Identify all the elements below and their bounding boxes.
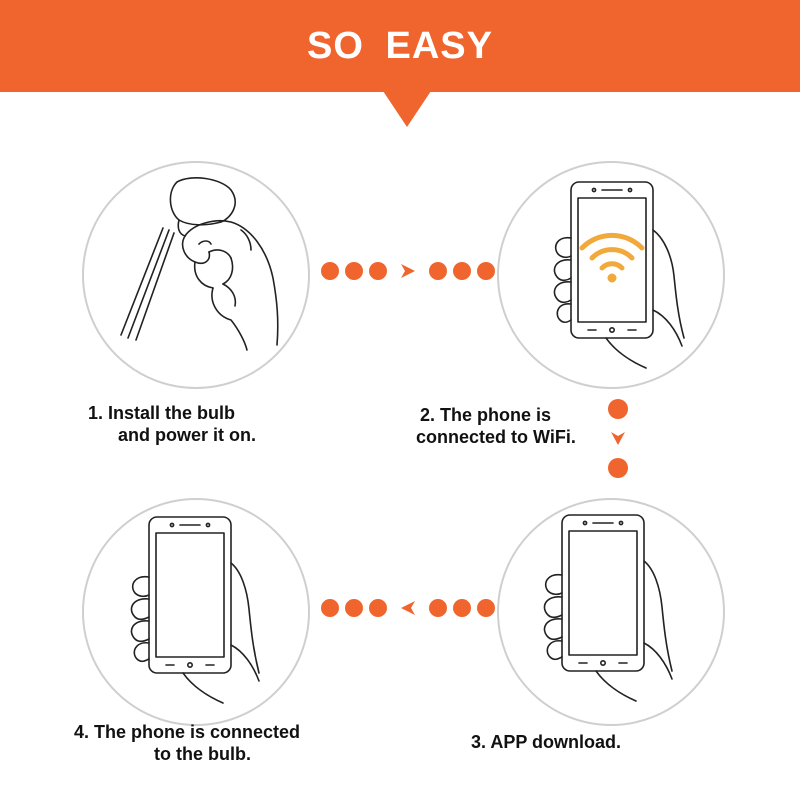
connector-right xyxy=(318,259,498,283)
step-1-caption: 1. Install the bulb and power it on. xyxy=(88,402,256,446)
hand-holding-bulb-icon xyxy=(82,161,310,389)
step-2-caption: 2. The phone is connected to WiFi. xyxy=(416,404,576,448)
phone-wifi-icon xyxy=(497,161,725,389)
step-2-line-2: connected to WiFi. xyxy=(416,427,576,447)
step-4-caption: 4. The phone is connected to the bulb. xyxy=(74,721,300,765)
page-title: SO EASY xyxy=(307,25,493,67)
step-1-line-2: and power it on. xyxy=(118,425,256,445)
dots-arrow-right-icon xyxy=(321,262,495,280)
dots-arrow-down-icon xyxy=(608,399,628,478)
step-1-illustration xyxy=(81,160,311,390)
phone-in-hand-icon xyxy=(497,498,725,726)
step-4-line-1: 4. The phone is connected xyxy=(74,722,301,742)
step-1-line-1: 1. Install the bulb xyxy=(88,403,236,423)
header-banner xyxy=(0,0,800,92)
banner-pointer xyxy=(383,91,431,127)
connector-left xyxy=(318,596,498,620)
phone-in-hand-icon xyxy=(82,498,310,726)
step-4-line-2: to the bulb. xyxy=(154,744,251,764)
step-2-line-1: 2. The phone is xyxy=(420,405,552,425)
step-2-illustration xyxy=(496,160,726,390)
dots-arrow-left-icon xyxy=(321,599,495,617)
connector-down xyxy=(605,397,631,481)
step-3-line-1: 3. APP download. xyxy=(471,732,622,752)
step-3-illustration xyxy=(496,497,726,727)
step-3-caption: 3. APP download. xyxy=(471,731,621,753)
step-4-illustration xyxy=(81,497,311,727)
